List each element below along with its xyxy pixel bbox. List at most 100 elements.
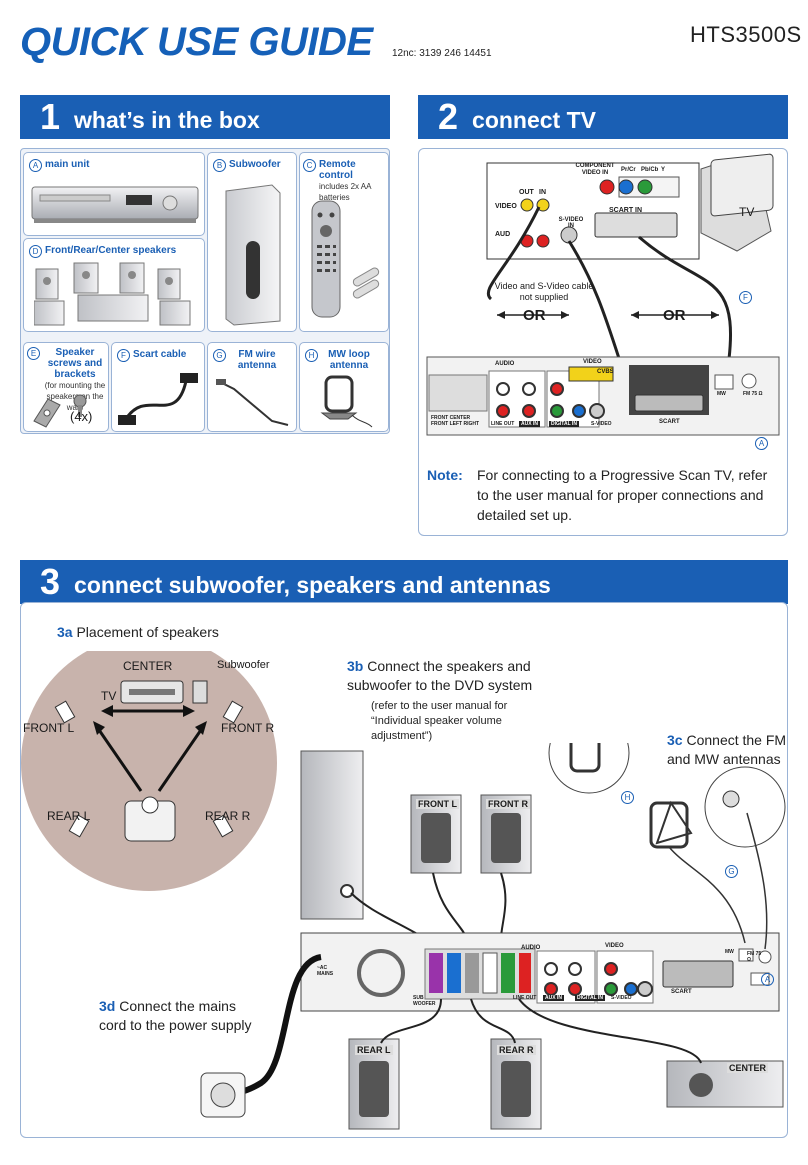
unit-ac-label: ~AC MAINS: [317, 965, 334, 977]
progressive-scan-note: Note: For connecting to a Progressive Sc…: [427, 465, 785, 523]
main-unit-illustration: [31, 186, 199, 223]
or-label-right: OR: [663, 307, 686, 324]
unit-fm-label: FM 75 Ω: [743, 391, 763, 397]
callout-g: G: [725, 865, 738, 878]
unit-digin-label-3: DIGITAL IN: [575, 995, 605, 1001]
unit-lineout-label-3: LINE OUT: [513, 995, 537, 1001]
item-letter: A: [29, 159, 42, 172]
section-1-banner: 1 what’s in the box: [20, 95, 390, 139]
connect-tv-panel: COMPONENT VIDEO IN Pr/Cr Pb/Cb Y OUT IN …: [418, 148, 788, 536]
item-label: FM wire antenna: [237, 349, 277, 371]
placement-subwoofer-label: Subwoofer: [217, 659, 270, 671]
callout-a: A: [755, 437, 768, 450]
step-3a-number: 3a: [57, 624, 73, 640]
step-3a-text: Placement of speakers: [76, 624, 219, 640]
center-speaker-label: CENTER: [727, 1063, 769, 1073]
tv-svideo-label: S-VIDEO IN: [558, 217, 584, 229]
placement-front-l-label: FRONT L: [23, 721, 75, 735]
speakers-illustration: [34, 262, 191, 326]
part-number: 12nc: 3139 246 14451: [392, 48, 492, 59]
unit-cvbs-label: CVBS: [597, 369, 614, 375]
front-r-speaker-label: FRONT R: [486, 799, 530, 809]
mw-antenna-illustration: [320, 375, 373, 428]
unit-front-label: FRONT CENTER FRONT LEFT RIGHT: [431, 415, 480, 427]
unit-audio-label-3: AUDIO: [521, 945, 541, 951]
step-3d-text: Connect the mains cord to the power supp…: [99, 998, 252, 1033]
item-sublabel: includes 2x AA batteries: [319, 182, 372, 202]
section-3-title: connect subwoofer, speakers and antennas: [74, 571, 551, 598]
step-3c: 3c Connect the FM and MW antennas: [667, 731, 787, 769]
item-letter: G: [213, 349, 226, 362]
item-letter: B: [213, 159, 226, 172]
item-mw-antenna: H MW loop antenna: [299, 342, 389, 432]
unit-digin-label: DIGITAL IN: [549, 421, 579, 427]
note-label: Note:: [427, 467, 463, 483]
unit-svideo-label: S-VIDEO: [591, 421, 612, 427]
tv-pr-label: Pr/Cr: [621, 167, 636, 173]
callout-a-3: A: [761, 973, 774, 986]
step-3c-number: 3c: [667, 732, 683, 748]
item-main-unit: A main unit: [23, 152, 205, 236]
item-label: MW loop antenna: [328, 349, 370, 371]
front-l-speaker-label: FRONT L: [416, 799, 459, 809]
unit-svideo-label-3: S-VIDEO: [611, 995, 632, 1001]
unit-mw-label-3: MW: [725, 949, 734, 955]
unit-auxin-label: AUX IN: [519, 421, 540, 427]
tv-out-label: OUT: [519, 189, 534, 196]
unit-fm-label-3: FM 75 Ω: [747, 951, 762, 963]
callout-f: F: [739, 291, 752, 304]
item-letter: D: [29, 245, 42, 258]
step-3b-number: 3b: [347, 658, 364, 674]
model-number: HTS3500S: [690, 22, 802, 47]
subwoofer-illustration: [225, 184, 281, 326]
item-letter: E: [27, 347, 40, 360]
step-3b: 3b Connect the speakers and subwoofer to…: [347, 657, 537, 744]
item-subwoofer: B Subwoofer: [207, 152, 297, 332]
rear-l-speaker-label: REAR L: [355, 1045, 393, 1055]
section-2-banner: 2 connect TV: [418, 95, 788, 139]
placement-tv-label: TV: [101, 689, 117, 703]
unit-scart-label-3: SCART: [671, 989, 692, 995]
unit-lineout-label: LINE OUT: [491, 421, 515, 427]
item-letter: H: [305, 349, 318, 362]
item-label: main unit: [45, 159, 90, 170]
tv-label: TV: [739, 205, 755, 219]
item-letter: C: [303, 159, 316, 172]
section-3-banner: 3 connect subwoofer, speakers and antenn…: [20, 560, 788, 604]
screw-quantity: (4x): [70, 409, 93, 424]
note-text: For connecting to a Progressive Scan TV,…: [477, 467, 768, 523]
tv-video-label: VIDEO: [495, 203, 517, 210]
tv-audio-label: AUD: [495, 231, 511, 238]
scart-cable-illustration: [118, 373, 198, 425]
item-label: Speaker screws and brackets: [47, 347, 103, 380]
speaker-placement-diagram: [21, 651, 277, 891]
unit-video-label-3: VIDEO: [605, 943, 624, 949]
item-sublabel: (for mounting the speakers on the wall): [44, 381, 106, 412]
step-3a: 3a Placement of speakers: [57, 623, 219, 642]
item-label: Scart cable: [133, 349, 187, 360]
item-label: Remote control: [319, 159, 356, 181]
section-2-title: connect TV: [472, 106, 596, 133]
section-1-title: what’s in the box: [74, 106, 260, 133]
unit-audio-label: AUDIO: [495, 361, 515, 367]
remote-illustration: [311, 200, 380, 318]
tv-component-label: COMPONENT VIDEO IN: [575, 163, 615, 176]
item-fm-antenna: G FM wire antenna: [207, 342, 297, 432]
section-1-number: 1: [40, 96, 61, 137]
tv-in-label: IN: [539, 189, 546, 196]
cable-note: Video and S-Video cable not supplied: [494, 281, 594, 302]
item-label: Subwoofer: [229, 159, 281, 170]
unit-video-label: VIDEO: [583, 359, 602, 365]
box-contents-panel: A main unit B Subwoofer C Remote control…: [20, 148, 390, 434]
item-speakers: D Front/Rear/Center speakers: [23, 238, 205, 332]
step-3b-text: Connect the speakers and subwoofer to th…: [347, 658, 533, 693]
step-3b-subtext: (refer to the user manual for “Individua…: [371, 700, 508, 742]
page-title: QUICK USE GUIDE: [20, 20, 373, 64]
unit-auxin-label-3: AUX IN: [543, 995, 564, 1001]
step-3d: 3d Connect the mains cord to the power s…: [99, 997, 267, 1035]
unit-mw-label: MW: [717, 391, 726, 397]
tv-scart-label: SCART IN: [609, 207, 643, 214]
placement-rear-l-label: REAR L: [47, 809, 91, 823]
item-label: Front/Rear/Center speakers: [45, 245, 177, 256]
